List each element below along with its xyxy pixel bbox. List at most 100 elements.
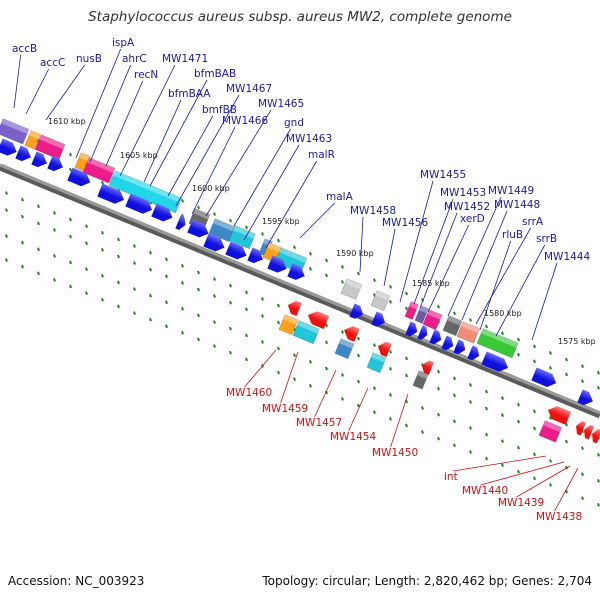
tick-mark (373, 386, 376, 391)
gene-block-highlight (87, 157, 115, 173)
genome-title: Staphylococcus aureus subsp. aureus MW2,… (88, 9, 512, 25)
feature (584, 425, 595, 440)
tick-mark (245, 307, 248, 312)
tick-mark (341, 373, 344, 377)
gene-block-highlight (113, 170, 182, 203)
tick-mark (485, 324, 488, 329)
tick-mark (549, 459, 552, 463)
tick-mark (565, 372, 568, 377)
leader-line (413, 198, 454, 305)
leader-line (475, 227, 532, 325)
feature (404, 301, 419, 320)
tick-mark (325, 366, 328, 371)
tick-mark (437, 369, 440, 374)
tick-mark (501, 396, 504, 400)
leader-line (175, 94, 240, 207)
scale-label: 1595 kbp (262, 217, 300, 226)
feature (429, 329, 442, 345)
tick-mark (309, 359, 312, 364)
tick-mark (437, 386, 440, 391)
leader-line (233, 128, 291, 227)
leader-line (167, 115, 214, 197)
leader-line (516, 465, 571, 498)
tick-mark (149, 267, 152, 272)
forward-gene-label: nusB (76, 53, 102, 65)
gene-block-highlight (375, 290, 390, 301)
tick-mark (469, 318, 472, 322)
reverse-gene-label: MW1459 (262, 403, 308, 415)
leader-line (265, 160, 318, 249)
gene-block-light-gray (370, 290, 391, 312)
tick-mark (341, 330, 344, 334)
reverse-gene-arrow (344, 326, 360, 342)
gene-block-blue (334, 338, 355, 360)
leader-line (348, 387, 369, 432)
tick-mark (21, 214, 24, 219)
feature (24, 130, 41, 150)
forward-gene-label: MW1463 (286, 133, 332, 145)
forward-gene-arrow (97, 183, 125, 204)
feature (340, 278, 363, 300)
leader-line (495, 244, 546, 337)
tick-mark (357, 336, 360, 341)
tick-mark (501, 413, 504, 417)
tick-mark (53, 254, 56, 258)
forward-gene-label: accC (40, 57, 65, 69)
tick-mark (117, 280, 120, 285)
tick-mark (549, 366, 552, 370)
forward-gene-arrow (371, 311, 386, 327)
feature (187, 219, 209, 238)
forward-gene-label: MW1452 (444, 201, 490, 213)
gene-block-highlight (193, 208, 210, 220)
forward-gene-arrow (225, 241, 247, 260)
scale-label: 1590 kbp (336, 249, 374, 258)
tick-mark (437, 304, 440, 309)
forward-gene-label: MW1471 (162, 53, 208, 65)
tick-mark (117, 237, 120, 242)
forward-gene-arrow (47, 155, 63, 172)
tick-mark (325, 258, 328, 263)
tick-mark (53, 228, 56, 232)
feature (378, 341, 392, 358)
tick-mark (581, 446, 584, 451)
leader-line (453, 455, 547, 472)
leader-line (399, 180, 434, 303)
tick-mark (69, 167, 72, 172)
gene-block-gray (442, 315, 463, 337)
tick-mark (549, 351, 552, 355)
forward-gene-label: xerD (460, 213, 485, 225)
tick-mark (37, 204, 40, 209)
reverse-gene-label: MW1454 (330, 431, 376, 443)
feature (531, 367, 557, 387)
tick-mark (373, 278, 376, 283)
leader-line (299, 202, 335, 239)
tick-mark (117, 304, 120, 309)
scale-label: 1600 kbp (192, 184, 230, 193)
gene-block-pink (538, 420, 563, 443)
leader-line (427, 224, 470, 313)
tick-mark (197, 337, 200, 342)
tick-mark (517, 419, 520, 424)
tick-mark (453, 393, 456, 398)
tick-mark (69, 217, 72, 222)
tick-mark (213, 212, 216, 216)
feature (34, 134, 66, 160)
reverse-gene-arrow (576, 421, 587, 436)
gene-block-highlight (283, 314, 298, 325)
gene-block-highlight (79, 152, 91, 162)
tick-mark (341, 265, 344, 269)
feature (151, 203, 173, 222)
feature (456, 321, 481, 344)
tick-mark (533, 409, 536, 414)
tick-mark (133, 311, 136, 315)
tick-mark (213, 294, 216, 298)
tick-mark (165, 274, 168, 279)
label-leaders (13, 48, 579, 512)
forward-gene-arrow (15, 145, 31, 162)
feature (349, 303, 364, 319)
tick-mark (549, 483, 552, 487)
tick-mark (197, 313, 200, 318)
tick-mark (37, 271, 40, 276)
forward-gene-label: bmfBB (202, 104, 237, 116)
tick-mark (437, 412, 440, 417)
